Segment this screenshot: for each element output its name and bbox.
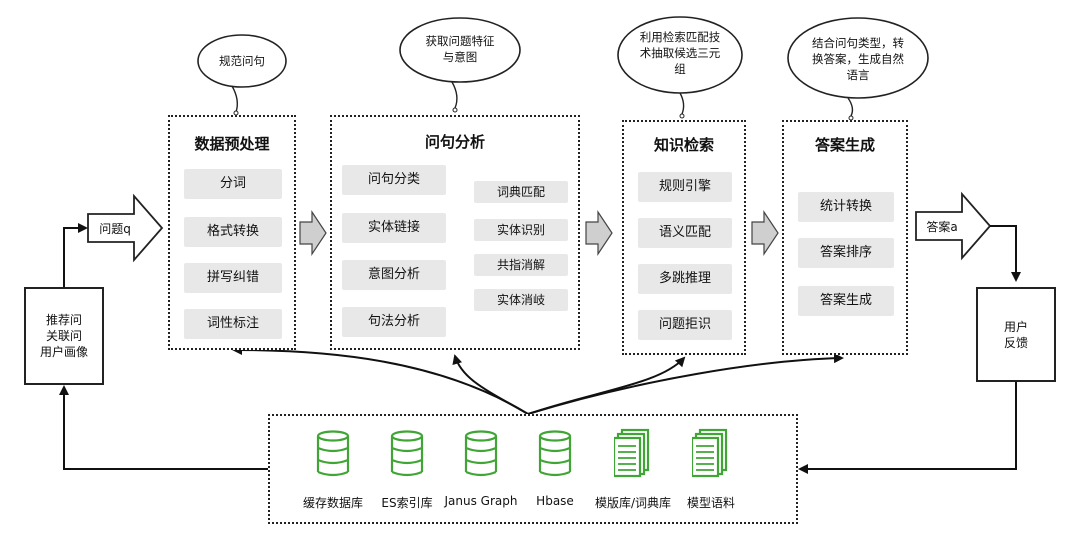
data-sources-box: 缓存数据库 ES索引库 Janus Graph Hbase 模版库/词典库 模型… bbox=[268, 414, 798, 524]
stage-generation: 答案生成 统计转换 答案排序 答案生成 bbox=[782, 120, 908, 355]
step-pos-tag: 词性标注 bbox=[184, 309, 282, 339]
cloud-retrieval-text-1: 利用检索匹配技 bbox=[639, 30, 721, 44]
stage-analysis-title: 问句分析 bbox=[424, 133, 485, 151]
source-label-template-dict: 模版库/词典库 bbox=[594, 496, 672, 510]
stage-retrieval: 知识检索 规则引擎 语义匹配 多跳推理 问题拒识 bbox=[622, 120, 746, 355]
feedback-to-sources-line bbox=[798, 382, 1017, 474]
database-icon bbox=[316, 430, 350, 477]
step-multihop-reason: 多跳推理 bbox=[638, 264, 732, 294]
recommend-line-2: 关联问 bbox=[45, 329, 82, 343]
stage-preprocess-title: 数据预处理 bbox=[194, 135, 270, 153]
source-label-cache-db: 缓存数据库 bbox=[302, 496, 363, 510]
source-label-janus-graph: Janus Graph bbox=[444, 494, 518, 508]
answer-to-feedback-line bbox=[990, 225, 1021, 282]
step-entity-link: 实体链接 bbox=[342, 213, 446, 243]
feedback-box: 用户 反馈 bbox=[976, 287, 1056, 382]
feedback-line-2: 反馈 bbox=[1003, 335, 1028, 350]
stage-arrow-2 bbox=[585, 210, 613, 256]
feed-retrieval bbox=[527, 356, 686, 415]
cloud-generation bbox=[787, 17, 929, 121]
source-label-hbase: Hbase bbox=[536, 494, 574, 508]
feed-analysis bbox=[452, 354, 529, 415]
cloud-retrieval bbox=[617, 16, 743, 119]
question-label: 问题q bbox=[99, 222, 131, 236]
cloud-generation-text-1: 结合问句类型，转 bbox=[812, 36, 904, 50]
source-label-es-index: ES索引库 bbox=[381, 496, 433, 510]
cloud-retrieval-text-3: 组 bbox=[674, 62, 686, 76]
question-arrow bbox=[87, 193, 164, 263]
document-stack-icon bbox=[614, 428, 650, 478]
cloud-analysis-text-2: 与意图 bbox=[442, 50, 478, 64]
step-stat-convert: 统计转换 bbox=[798, 192, 894, 222]
answer-arrow bbox=[915, 191, 992, 261]
step-answer-rank: 答案排序 bbox=[798, 238, 894, 268]
stage-arrow-1 bbox=[299, 210, 327, 256]
substep-entity-disambiguate: 实体消岐 bbox=[474, 289, 568, 311]
cloud-preprocess bbox=[197, 34, 287, 116]
step-tokenize: 分词 bbox=[184, 169, 282, 199]
step-format-convert: 格式转换 bbox=[184, 217, 282, 247]
step-syntax-analysis: 句法分析 bbox=[342, 307, 446, 337]
step-question-classify: 问句分类 bbox=[342, 165, 446, 195]
feed-generation bbox=[527, 353, 844, 415]
step-rule-engine: 规则引擎 bbox=[638, 172, 732, 202]
recommend-box: 推荐问 关联问 用户画像 bbox=[24, 287, 104, 385]
step-spell-correct: 拼写纠错 bbox=[184, 263, 282, 293]
stage-arrow-3 bbox=[751, 210, 779, 256]
recommend-line-1: 推荐问 bbox=[45, 313, 82, 327]
step-question-reject: 问题拒识 bbox=[638, 310, 732, 340]
feed-preprocess bbox=[232, 345, 529, 415]
cloud-generation-text-3: 语言 bbox=[846, 68, 870, 82]
source-label-model-corpus: 模型语料 bbox=[686, 496, 735, 510]
document-stack-icon bbox=[692, 428, 728, 478]
database-icon bbox=[390, 430, 424, 477]
answer-label: 答案a bbox=[926, 220, 958, 234]
cloud-generation-text-2: 换答案，生成自然 bbox=[812, 52, 904, 66]
stage-retrieval-title: 知识检索 bbox=[653, 136, 714, 154]
substep-coref-resolve: 共指消解 bbox=[474, 254, 568, 276]
substep-entity-recognize: 实体识别 bbox=[474, 219, 568, 241]
recommend-line-3: 用户画像 bbox=[39, 345, 88, 359]
cloud-analysis-text-1: 获取问题特征 bbox=[425, 34, 495, 48]
step-semantic-match: 语义匹配 bbox=[638, 218, 732, 248]
stage-preprocess: 数据预处理 分词 格式转换 拼写纠错 词性标注 bbox=[168, 115, 296, 350]
stage-analysis: 问句分析 问句分类 实体链接 意图分析 句法分析 词典匹配 实体识别 共指消解 … bbox=[330, 115, 580, 350]
database-icon bbox=[538, 430, 572, 477]
step-intent-analysis: 意图分析 bbox=[342, 260, 446, 290]
recommend-to-question-line bbox=[63, 223, 88, 287]
cloud-retrieval-text-2: 术抽取候选三元 bbox=[639, 46, 721, 60]
sources-to-recommend-line bbox=[59, 385, 268, 470]
step-answer-generate: 答案生成 bbox=[798, 286, 894, 316]
stage-generation-title: 答案生成 bbox=[814, 136, 875, 154]
cloud-preprocess-text: 规范问句 bbox=[219, 54, 265, 68]
substep-dict-match: 词典匹配 bbox=[474, 181, 568, 203]
feedback-line-1: 用户 bbox=[1003, 319, 1028, 334]
database-icon bbox=[464, 430, 498, 477]
cloud-analysis bbox=[399, 17, 521, 113]
